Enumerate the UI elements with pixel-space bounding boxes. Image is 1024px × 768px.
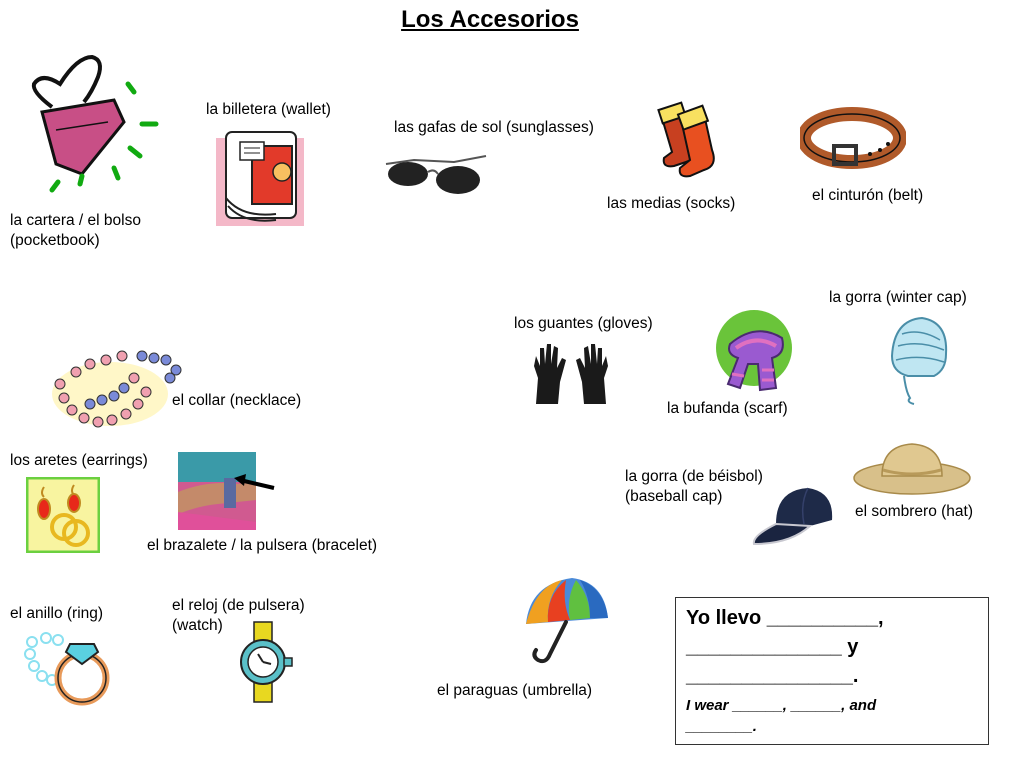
label-sunglasses: las gafas de sol (sunglasses) [394,119,594,136]
sentence-line-1: Yo llevo __________, [686,607,884,629]
winter-cap-icon [890,316,948,405]
label-pocketbook-line2: (pocketbook) [10,232,100,249]
umbrella-icon [526,578,608,664]
belt-icon [800,107,906,169]
necklace-icon [52,350,182,428]
label-scarf: la bufanda (scarf) [667,400,788,417]
label-socks: las medias (socks) [607,195,736,212]
scarf-icon [716,310,792,392]
label-watch-line2: (watch) [172,617,223,634]
baseball-cap-icon [752,487,833,546]
earrings-icon [26,477,100,553]
ring-icon [24,632,110,706]
sunglasses-icon [385,155,487,194]
label-umbrella: el paraguas (umbrella) [437,682,593,699]
page-title: Los Accesorios [401,6,579,33]
purse-icon [31,54,159,193]
bracelet-photo [178,452,275,530]
sentence-line-3: _______________. [686,665,859,687]
sun-hat-icon [853,443,971,495]
label-winter-cap: la gorra (winter cap) [829,289,967,306]
label-necklace: el collar (necklace) [172,392,302,409]
sentence-line-2: ______________ y [686,636,859,658]
label-watch-line1: el reloj (de pulsera) [172,597,305,614]
label-pocketbook-line1: la cartera / el bolso [10,212,141,229]
label-belt: el cinturón (belt) [812,187,924,204]
label-earrings: los aretes (earrings) [10,452,148,469]
label-baseball-cap-line2: (baseball cap) [625,488,723,505]
socks-icon [657,101,715,178]
sentence-box: Yo llevo __________, ______________ y __… [675,597,989,745]
watch-icon [240,621,293,703]
sentence-translation-2: ________. [686,718,757,735]
wallet-icon [216,131,304,226]
label-pocketbook: la cartera / el bolso (pocketbook) [10,211,141,251]
label-baseball-cap-line1: la gorra (de béisbol) [625,468,763,485]
label-wallet: la billetera (wallet) [206,101,331,118]
label-bracelet: el brazalete / la pulsera (bracelet) [147,537,378,554]
sentence-translation-1: I wear ______, ______, and [686,697,877,714]
label-gloves: los guantes (gloves) [514,315,653,332]
label-watch: el reloj (de pulsera) (watch) [172,596,305,636]
gloves-icon [534,344,608,404]
label-ring: el anillo (ring) [10,605,104,622]
label-baseball-cap: la gorra (de béisbol) (baseball cap) [625,467,763,507]
label-hat: el sombrero (hat) [855,503,974,520]
